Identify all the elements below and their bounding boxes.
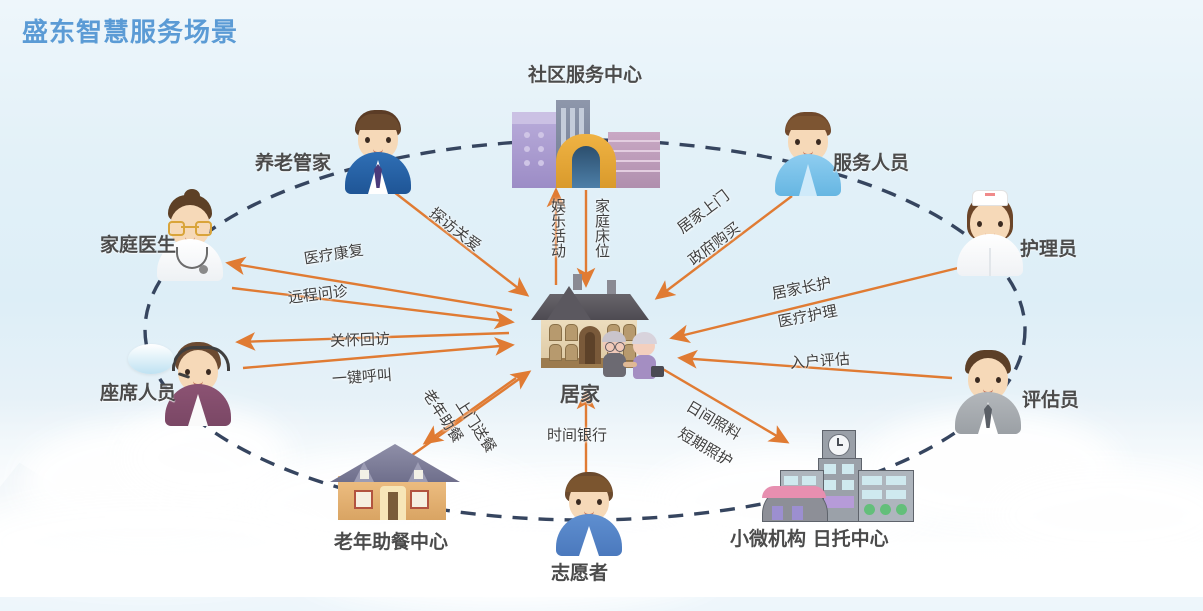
edge-label-home-assess: 入户评估	[789, 349, 851, 372]
nurse-avatar-icon	[952, 190, 1028, 276]
label-service-staff: 服务人员	[833, 152, 910, 174]
node-service-staff[interactable]	[770, 110, 846, 196]
node-family-doctor[interactable]	[152, 189, 228, 281]
elderly-couple-icon	[602, 331, 665, 380]
node-care-butler[interactable]	[340, 108, 416, 194]
node-nurse[interactable]	[952, 190, 1028, 276]
arrow-elder-meal	[422, 377, 517, 445]
node-call-agent[interactable]	[128, 340, 236, 426]
edge-label-care-followup: 关怀回访	[329, 329, 391, 350]
label-nurse: 护理员	[1020, 238, 1078, 260]
label-community-center: 社区服务中心	[528, 64, 643, 86]
label-assessor: 评估员	[1022, 389, 1080, 411]
label-family-doctor: 家庭医生	[100, 234, 177, 256]
arrow-medical-rehab	[225, 256, 513, 312]
node-meal-center[interactable]	[330, 440, 460, 520]
doctor-avatar-icon	[152, 189, 228, 281]
headset-agent-avatar-icon	[160, 340, 236, 426]
arrow-daycare	[660, 366, 790, 444]
page-title: 盛东智慧服务场景	[22, 18, 239, 48]
city-buildings-icon	[504, 90, 674, 190]
node-assessor[interactable]	[950, 348, 1026, 434]
arrow-longterm-care	[669, 266, 959, 343]
relation-arrows	[225, 187, 959, 498]
edge-label-entertainment: 娱乐活动	[549, 198, 567, 258]
label-home-center: 居家	[560, 382, 600, 406]
arrow-visit-care	[393, 191, 530, 297]
edge-label-family-bed: 家庭床位	[593, 198, 611, 258]
label-volunteer: 志愿者	[551, 562, 609, 584]
node-home-center[interactable]	[525, 274, 664, 379]
arrow-care-followup	[235, 331, 510, 351]
arrow-meal-delivery	[400, 370, 532, 464]
assessor-avatar-icon	[950, 348, 1026, 434]
label-meal-center: 老年助餐中心	[334, 531, 449, 553]
node-volunteer[interactable]	[551, 470, 627, 556]
edge-label-one-key-call: 一键呼叫	[331, 365, 393, 388]
businessman-avatar-icon	[340, 108, 416, 194]
label-daycare-center: 小微机构 日托中心	[730, 528, 889, 550]
node-community-center[interactable]	[504, 90, 674, 190]
label-call-agent: 座席人员	[100, 382, 177, 404]
arrow-home-assess	[677, 349, 953, 380]
label-care-butler: 养老管家	[255, 152, 332, 174]
edge-label-time-bank: 时间银行	[547, 426, 608, 444]
service-staff-avatar-icon	[770, 110, 846, 196]
arrow-home-visit	[654, 195, 793, 300]
speech-bubble-icon	[128, 344, 174, 374]
home-house-icon	[330, 440, 460, 520]
daycare-building-icon	[762, 430, 932, 522]
node-daycare-center[interactable]	[762, 430, 932, 522]
scene-diagram: 盛东智慧服务场景 社区服务中心	[0, 18, 1203, 597]
volunteer-avatar-icon	[551, 470, 627, 556]
arrow-one-key-call	[242, 337, 515, 370]
arrow-remote-consult	[231, 286, 515, 330]
